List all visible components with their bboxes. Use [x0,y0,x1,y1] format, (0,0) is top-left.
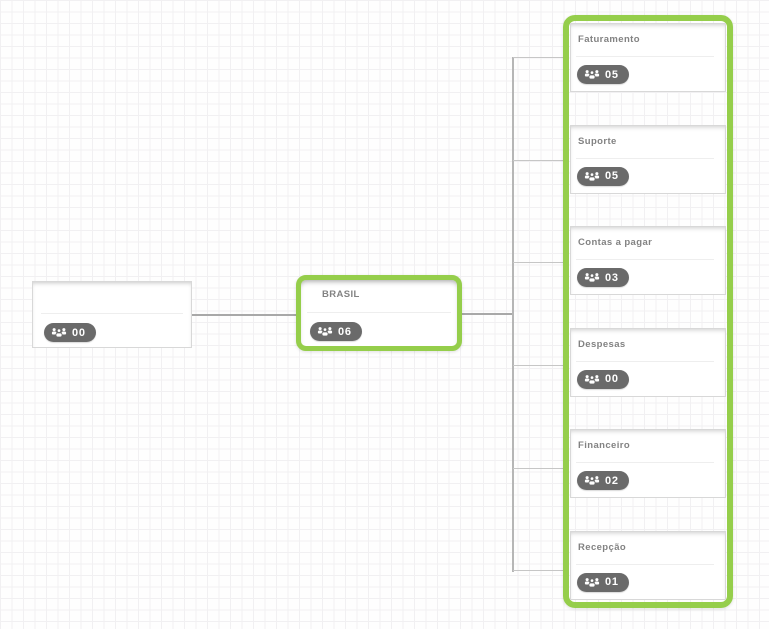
org-node-suporte[interactable]: Suporte 05 [570,124,726,194]
member-count-badge[interactable]: 03 [577,268,629,288]
member-count: 02 [605,474,619,487]
org-node-despesas[interactable]: Despesas 00 [570,327,726,397]
connector-stub-financeiro [513,468,563,469]
org-node-recepcao[interactable]: Recepção 01 [570,530,726,600]
member-count-badge[interactable]: 05 [577,65,629,84]
org-node-brasil[interactable]: BRASIL 06 [296,275,462,351]
connector-stub-faturamento [513,57,563,58]
node-divider [41,313,183,314]
node-title: Despesas [578,338,626,350]
node-title: Financeiro [578,440,631,452]
member-count: 06 [338,325,352,338]
member-count: 01 [605,576,619,589]
connector-stub-suporte [513,160,563,161]
node-divider [576,56,714,57]
org-node-financeiro[interactable]: Financeiro 02 [570,429,726,499]
users-group-icon [584,273,600,283]
member-count-badge[interactable]: 02 [577,471,629,491]
connector-country-to-trunk [462,313,513,315]
node-divider [576,462,714,464]
member-count-badge[interactable]: 00 [44,323,96,342]
member-count-badge[interactable]: 05 [577,166,629,186]
users-group-icon [584,374,600,385]
member-count: 03 [605,271,619,284]
users-group-icon [51,328,67,338]
node-divider [576,157,714,159]
users-group-icon [584,476,600,486]
node-title: Faturamento [578,34,640,45]
member-count: 05 [605,68,619,81]
node-title: BRASIL [322,289,360,300]
connector-stub-despesas [513,365,563,366]
connector-stub-contas-a-pagar [513,262,563,263]
org-node-contas-a-pagar[interactable]: Contas a pagar 03 [570,226,726,296]
connector-root-to-country [192,314,296,316]
member-count-badge[interactable]: 00 [577,369,629,389]
users-group-icon [584,171,600,182]
member-count: 05 [605,170,619,183]
member-count-badge[interactable]: 06 [310,322,362,341]
department-group-selected[interactable]: Faturamento 05 Suporte [563,15,733,608]
users-group-icon [584,578,600,588]
org-node-root[interactable]: 00 [32,281,192,348]
connector-stub-recepcao [513,570,563,571]
member-count-badge[interactable]: 01 [577,572,629,592]
node-divider [576,360,714,362]
node-title: Recepção [578,541,627,553]
member-count: 00 [72,326,86,339]
node-divider [576,563,714,565]
node-title: Contas a pagar [578,237,653,249]
users-group-icon [584,70,600,80]
org-node-faturamento[interactable]: Faturamento 05 [570,23,726,92]
node-title: Suporte [578,135,617,147]
connector-trunk [512,57,514,572]
users-group-icon [317,327,333,337]
node-divider [307,312,451,313]
node-divider [576,259,714,261]
member-count: 00 [605,373,619,386]
